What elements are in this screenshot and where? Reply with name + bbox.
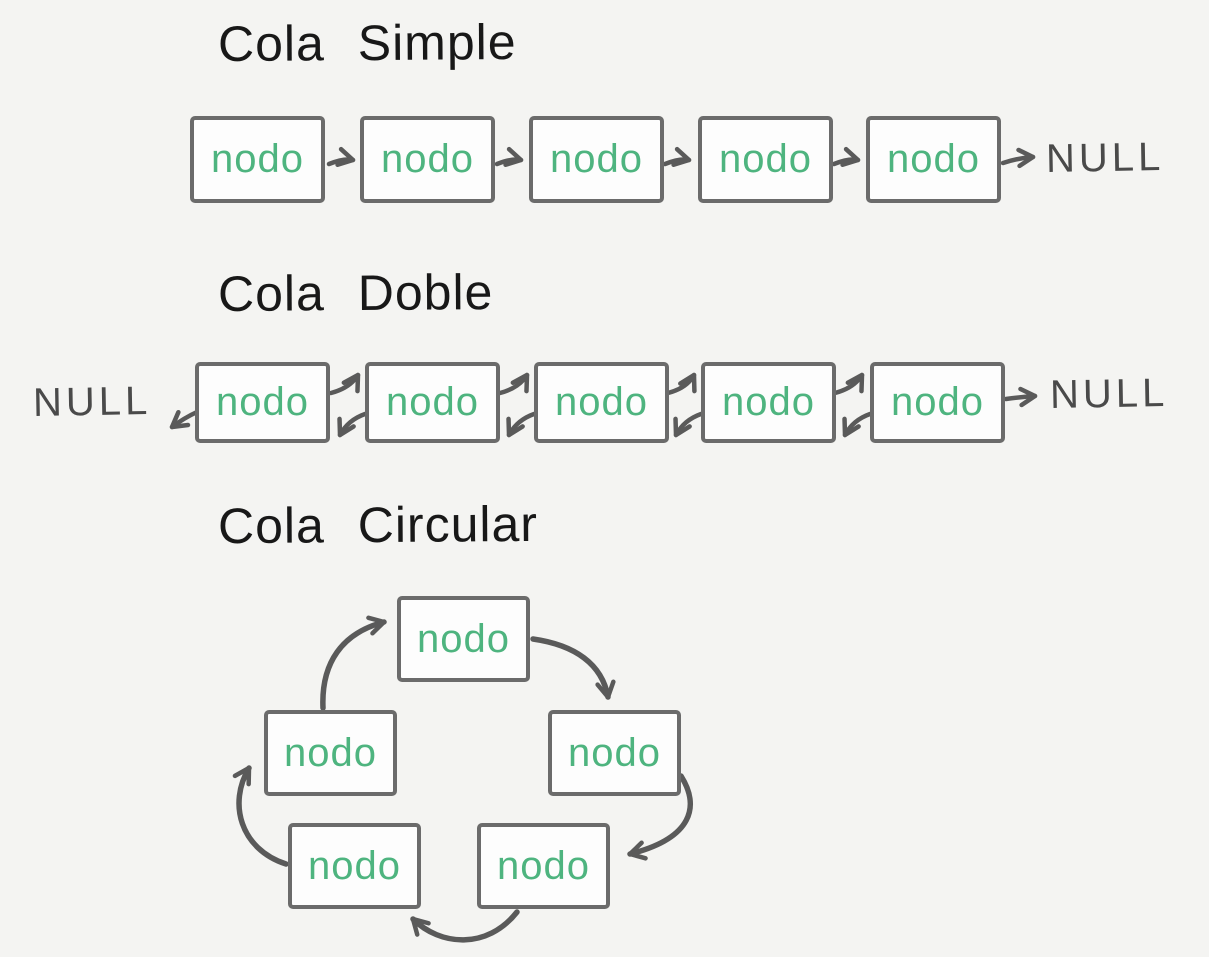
node-box-circular-top: nodo: [397, 596, 530, 682]
node-box: nodo: [534, 362, 669, 443]
node-box: nodo: [360, 116, 495, 203]
null-terminator-doble-right: NULL: [1049, 370, 1169, 418]
node-box-circular-bottom-right: nodo: [477, 823, 610, 909]
node-box: nodo: [701, 362, 836, 443]
node-box-circular-left: nodo: [264, 710, 397, 796]
node-box: nodo: [190, 116, 325, 203]
node-box: nodo: [866, 116, 1001, 203]
node-box-circular-bottom-left: nodo: [288, 823, 421, 909]
section-title-cola-simple: Cola Simple: [217, 13, 517, 73]
node-box: nodo: [698, 116, 833, 203]
section-title-cola-circular: Cola Circular: [217, 495, 539, 555]
null-terminator-doble-left: NULL: [32, 378, 152, 426]
node-box: nodo: [870, 362, 1005, 443]
node-box: nodo: [195, 362, 330, 443]
node-box-circular-right: nodo: [548, 710, 681, 796]
node-box: nodo: [365, 362, 500, 443]
node-box: nodo: [529, 116, 664, 203]
section-title-cola-doble: Cola Doble: [217, 264, 494, 322]
null-terminator-simple-right: NULL: [1045, 134, 1165, 182]
